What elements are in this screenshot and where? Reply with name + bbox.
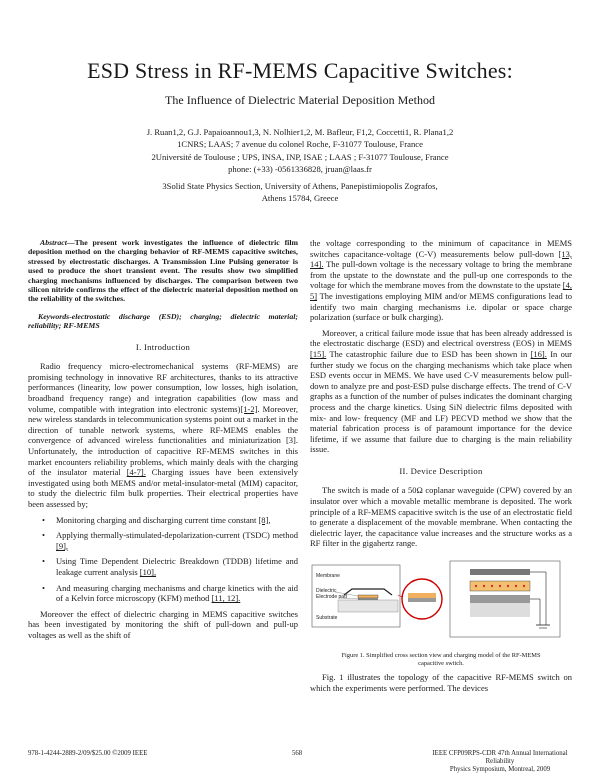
citation-link[interactable]: [16]. <box>530 348 547 359</box>
electrode-shape <box>358 598 378 601</box>
device-paragraph-2: Fig. 1 illustrates the topology of the c… <box>310 672 572 693</box>
right-paragraph-1: the voltage corresponding to the minimum… <box>310 238 572 323</box>
bullet-text: Applying thermally-stimulated-depolariza… <box>56 530 298 541</box>
page-number: 568 <box>292 750 303 757</box>
section-heading-device-description: II. Device Description <box>399 465 483 476</box>
conference-line-2: Physics Symposium, Montreal, 2009 <box>449 766 551 773</box>
paper-subtitle: The Influence of Dielectric Material Dep… <box>165 93 435 107</box>
bullet-icon: • <box>42 582 45 593</box>
charging-model-view <box>449 560 561 638</box>
intro-paragraph-1: Radio frequency micro-electromechanical … <box>28 361 298 509</box>
bullet-text: Monitoring charging and discharging curr… <box>56 514 259 525</box>
section-heading-introduction: I. Introduction <box>135 341 191 352</box>
intro-text-c: Charging issues have been extensively in… <box>28 467 298 509</box>
citation-link[interactable]: [11, 12]. <box>211 593 241 604</box>
dielectric-shape <box>357 594 379 599</box>
substrate-shape <box>337 599 399 613</box>
intro-text-b: . Moreover, new wireless standards in te… <box>28 403 298 478</box>
right-paragraph-2: Moreover, a critical failure mode issue … <box>310 328 572 455</box>
switch-cross-section-diagram: Membrane Dielectric Electrode pad Substr… <box>311 560 561 638</box>
device-paragraph-1: The switch is made of a 50Ω coplanar wav… <box>310 485 572 549</box>
bullet-item: • Applying thermally-stimulated-depolariz… <box>28 530 298 551</box>
intro-paragraph-2: Moreover the effect of dielectric chargi… <box>28 608 298 640</box>
abstract-text: —The present work investigates the influ… <box>28 238 298 304</box>
bullet-icon: • <box>42 514 45 525</box>
citation-link[interactable]: [1-2] <box>240 403 258 414</box>
bullet-text: Using Time Dependent Dielectric Breakdow… <box>56 556 298 577</box>
conference-line-1: IEEE CFP09RPS-CDR 47th Annual Internatio… <box>432 750 568 765</box>
affiliation-1: 1CNRS; LAAS; 7 avenue du colonel Roche, … <box>177 139 423 150</box>
abstract: Abstract—The present work investigates t… <box>28 238 298 304</box>
dielectric-label: Dielectric <box>316 588 337 594</box>
membrane-shape <box>343 588 393 596</box>
figure-caption: Figure 1. Simplified cross section view … <box>341 652 541 667</box>
keywords: Keywords-electrostatic discharge (ESD); … <box>28 311 298 331</box>
contact-line: phone: (+33) -0561336828, jruan@laas.fr <box>228 163 372 174</box>
zoom-detail <box>397 578 443 620</box>
bullet-text: And measuring charging mechanisms and ch… <box>56 582 298 604</box>
bullet-item: • Using Time Dependent Dielectric Breakdo… <box>28 556 298 577</box>
affiliation-2: 2Université de Toulouse ; UPS, INSA, INP… <box>151 151 449 162</box>
bullet-icon: • <box>42 556 45 567</box>
right-text-d: Moreover, a critical failure mode issue … <box>310 327 572 349</box>
conference-info: IEEE CFP09RPS-CDR 47th Annual Internatio… <box>420 750 580 774</box>
electrode-label: Electrode pad <box>316 594 347 600</box>
paper-title: ESD Stress in RF-MEMS Capacitive Switche… <box>87 58 513 83</box>
substrate-label: Substrate <box>316 615 338 621</box>
citation-link[interactable]: [8], <box>258 514 271 525</box>
citation-link[interactable]: [10], <box>139 566 157 577</box>
cross-section-view: Membrane Dielectric Electrode pad Substr… <box>311 564 401 628</box>
author-block: J. Ruan1,2, G.J. Papaioannou1,3, N. Nolh… <box>0 126 600 205</box>
membrane-label: Membrane <box>316 573 340 579</box>
bullet-item: • And measuring charging mechanisms and c… <box>28 583 298 604</box>
intro-text-a: Radio frequency micro-electromechanical … <box>28 361 298 414</box>
left-column: Abstract—The present work investigates t… <box>28 238 298 641</box>
citation-link[interactable]: [4, 5] <box>310 280 572 301</box>
affiliation-3: 3Solid State Physics Section, University… <box>162 181 438 192</box>
right-text-b: The pull-down voltage is the necessary v… <box>310 259 572 291</box>
citation-link[interactable]: [4-7]. <box>126 467 146 478</box>
author-names: J. Ruan1,2, G.J. Papaioannou1,3, N. Nolh… <box>146 127 454 137</box>
figure-1: Membrane Dielectric Electrode pad Substr… <box>310 555 572 650</box>
right-column: the voltage corresponding to the minimum… <box>310 238 572 693</box>
right-text-f: In our further study we focus on the cha… <box>310 348 572 455</box>
affiliation-3-city: Athens 15784, Greece <box>261 193 339 204</box>
right-text-c: The investigations employing MIM and/or … <box>310 290 572 323</box>
citation-link[interactable]: [15]. <box>310 348 327 359</box>
bullet-item: • Monitoring charging and discharging cur… <box>28 515 298 526</box>
citation-link[interactable]: [9], <box>56 540 69 551</box>
copyright-notice: 978-1-4244-2889-2/09/$25.00 ©2009 IEEE <box>28 750 148 757</box>
bullet-icon: • <box>42 530 45 541</box>
right-text-e: The catastrophic failure due to ESD has … <box>326 348 531 359</box>
abstract-label: Abstract <box>40 238 67 247</box>
citation-link[interactable]: [13, 14]. <box>310 248 572 270</box>
right-text-a: the voltage corresponding to the minimum… <box>310 238 572 259</box>
